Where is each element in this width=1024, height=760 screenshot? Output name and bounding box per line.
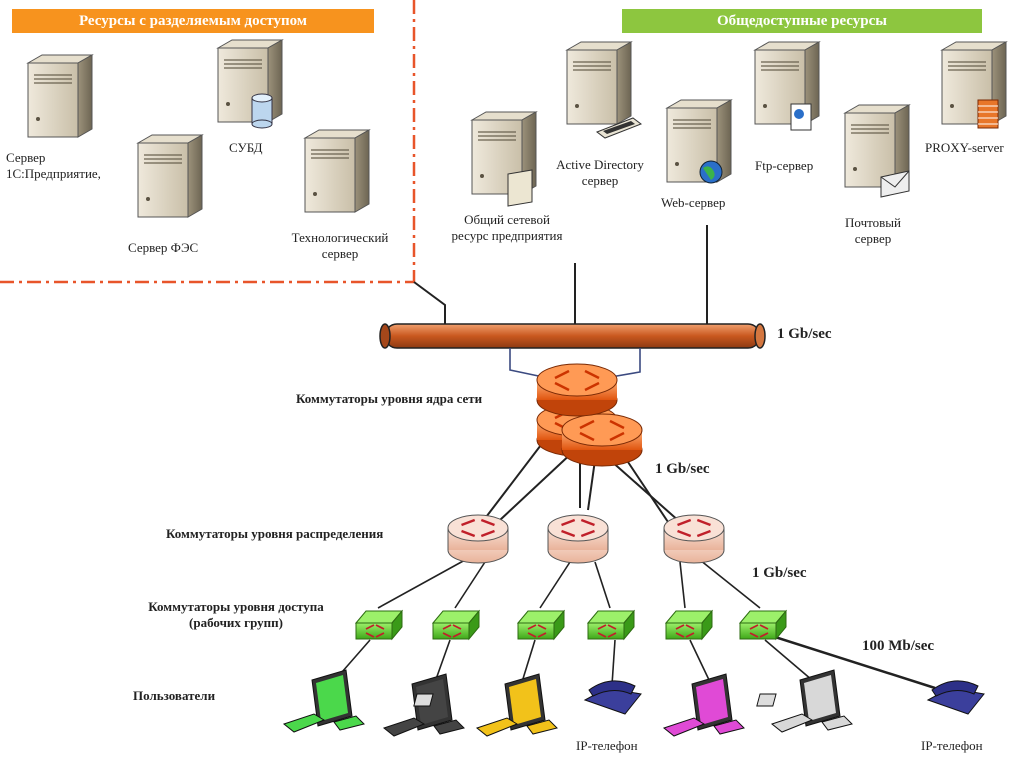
shared-zone-border (0, 0, 416, 284)
user-monitor-magenta[interactable] (662, 673, 745, 737)
user-monitor-yellow[interactable] (475, 673, 558, 737)
users-tier-label: Пользователи (133, 688, 216, 703)
server-links (413, 225, 708, 326)
dist-access-links (377, 559, 761, 609)
access-switch-2[interactable] (431, 609, 481, 641)
access-switch-5[interactable] (664, 609, 714, 641)
server-share-label: Общий сетевой ресурс предприятия (451, 212, 563, 243)
server-1c-icon[interactable] (26, 54, 94, 138)
server-proxy-label: PROXY-server (925, 140, 1004, 155)
server-proxy-icon[interactable] (940, 41, 1008, 129)
dist-tier-label: Коммутаторы уровня распределения (166, 526, 384, 541)
access-users-speed-label: 100 Mb/sec (862, 638, 935, 654)
server-dbms-label: СУБД (229, 140, 263, 155)
core-tier-label: Коммутаторы уровня ядра сети (296, 391, 483, 406)
core-switch-c[interactable] (536, 363, 618, 417)
public-resources-header: Общедоступные ресурсы (622, 9, 982, 33)
server-mail-label: Почтовый сервер (845, 215, 901, 246)
backbone-speed-label: 1 Gb/sec (777, 326, 832, 342)
user-monitor-white[interactable] (770, 669, 853, 733)
server-fes-label: Сервер ФЭС (128, 240, 199, 255)
backbone-pipe (379, 323, 766, 349)
ip-phone-2-label: IP-телефон (921, 738, 983, 753)
server-mail-icon[interactable] (843, 104, 911, 198)
core-uplinks (509, 348, 641, 379)
server-ad-icon[interactable] (565, 41, 643, 139)
dist-switch-2[interactable] (547, 514, 609, 564)
server-1c-label: Сервер 1С:Предприятие, (6, 150, 101, 181)
server-web-label: Web-сервер (661, 195, 726, 210)
user-monitor-black[interactable] (382, 673, 465, 737)
server-fes-icon[interactable] (136, 134, 204, 218)
access-switch-1[interactable] (354, 609, 404, 641)
server-ftp-label: Ftp-сервер (755, 158, 814, 173)
access-switch-3[interactable] (516, 609, 566, 641)
ip-phone-1-label: IP-телефон (576, 738, 638, 753)
dist-switch-1[interactable] (447, 514, 509, 564)
server-tech-label: Технологический сервер (291, 230, 389, 261)
user-monitor-green[interactable] (282, 669, 365, 733)
server-tech-icon[interactable] (303, 129, 371, 213)
ip-phone-1-icon[interactable] (413, 680, 642, 715)
access-tier-label: Коммутаторы уровня доступа (рабочих груп… (148, 599, 324, 630)
server-ftp-icon[interactable] (753, 41, 821, 131)
access-user-links (334, 634, 936, 690)
core-switch-b[interactable] (561, 413, 643, 467)
server-ad-label: Active Directory сервер (556, 157, 644, 188)
dist-access-speed-label: 1 Gb/sec (752, 565, 807, 581)
server-dbms-icon[interactable] (216, 39, 284, 129)
ip-phone-2-icon[interactable] (756, 680, 985, 715)
shared-resources-header: Ресурсы с разделяемым доступом (12, 9, 374, 33)
server-web-icon[interactable] (665, 99, 733, 184)
server-share-icon[interactable] (470, 111, 538, 207)
dist-switch-3[interactable] (663, 514, 725, 564)
access-switch-4[interactable] (586, 609, 636, 641)
core-dist-speed-label: 1 Gb/sec (655, 461, 710, 477)
access-switch-6[interactable] (738, 609, 788, 641)
